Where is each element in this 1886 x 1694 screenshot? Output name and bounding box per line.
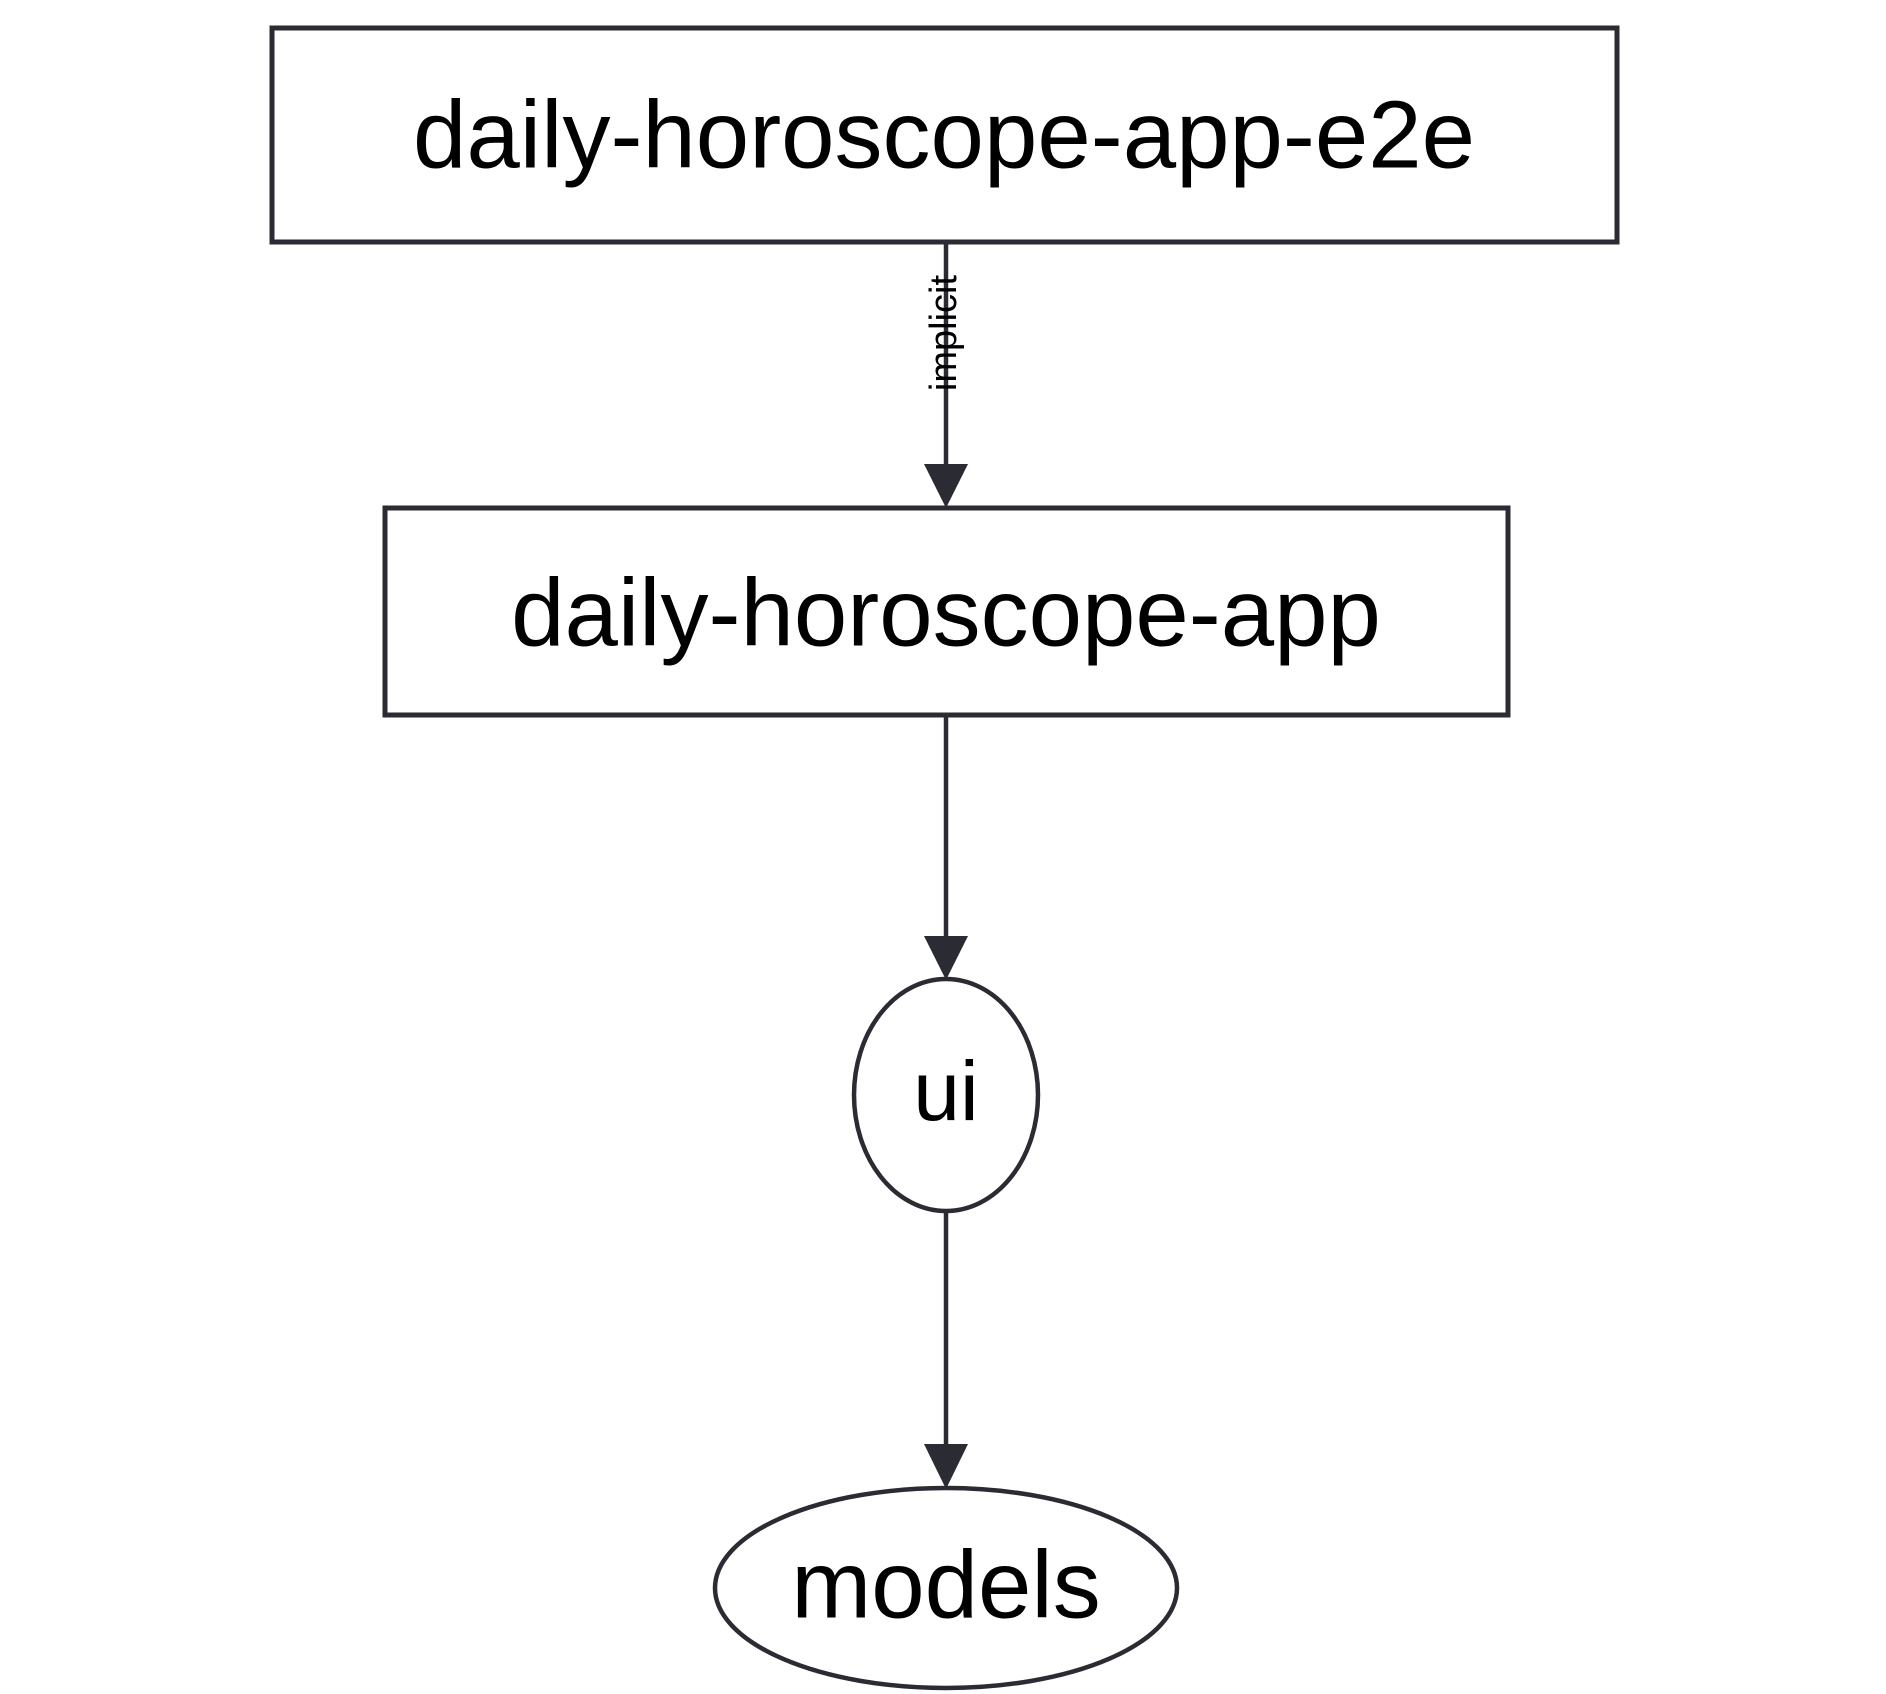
node-label-models: models (791, 1531, 1100, 1638)
node-rect-daily-horoscope-app-e2e[interactable] (269, 25, 1620, 245)
arrowhead-icon-ui-to-models (924, 1444, 968, 1489)
node-models[interactable]: models (712, 1485, 1180, 1691)
node-daily-horoscope-app[interactable]: daily-horoscope-app (382, 505, 1511, 718)
node-ellipse-models[interactable] (712, 1485, 1180, 1691)
node-circle-ui[interactable] (851, 976, 1041, 1214)
arrowhead-icon-app-to-ui (924, 936, 968, 980)
edge-label-implicit: implicit (923, 275, 965, 392)
edge-app-to-ui (924, 715, 968, 980)
node-label-ui: ui (913, 1044, 978, 1138)
node-label-daily-horoscope-app: daily-horoscope-app (511, 559, 1381, 666)
edge-e2e-to-app: implicit (923, 242, 968, 508)
arrowhead-icon-e2e-to-app (924, 464, 968, 508)
node-rect-daily-horoscope-app[interactable] (382, 505, 1511, 718)
node-daily-horoscope-app-e2e[interactable]: daily-horoscope-app-e2e (269, 25, 1620, 245)
node-label-daily-horoscope-app-e2e: daily-horoscope-app-e2e (413, 81, 1475, 188)
edge-ui-to-models (924, 1212, 968, 1489)
node-ui[interactable]: ui (851, 976, 1041, 1214)
